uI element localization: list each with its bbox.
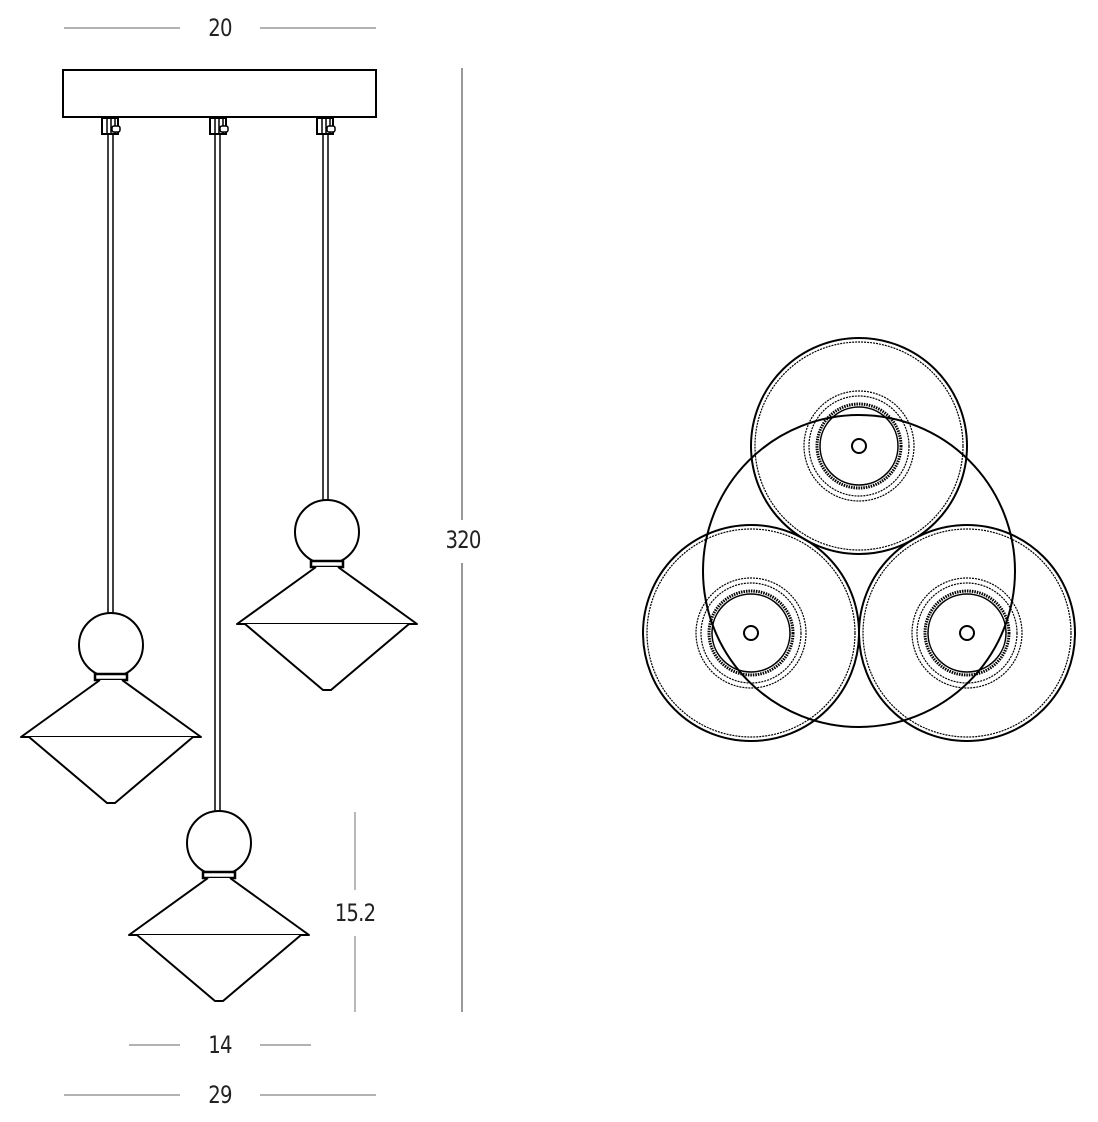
pendant-center: [127, 809, 311, 1003]
canopy-outline-top: [702, 414, 1016, 728]
pendant-right: [235, 498, 419, 692]
top-view: [641, 336, 1077, 743]
pendant-left: [19, 611, 203, 805]
front-view: [19, 27, 463, 1096]
canopy-width-label: 20: [208, 14, 232, 42]
ceiling-canopy: [62, 69, 377, 118]
shade-top-right: [857, 523, 1077, 743]
overall-height-label: 320: [445, 526, 481, 554]
shade-top-left: [641, 523, 861, 743]
shade-height-label: 15.2: [334, 899, 376, 927]
overall-width-label: 29: [208, 1081, 232, 1109]
shade-width-label: 14: [208, 1031, 232, 1059]
shade-top-upper: [749, 336, 969, 556]
